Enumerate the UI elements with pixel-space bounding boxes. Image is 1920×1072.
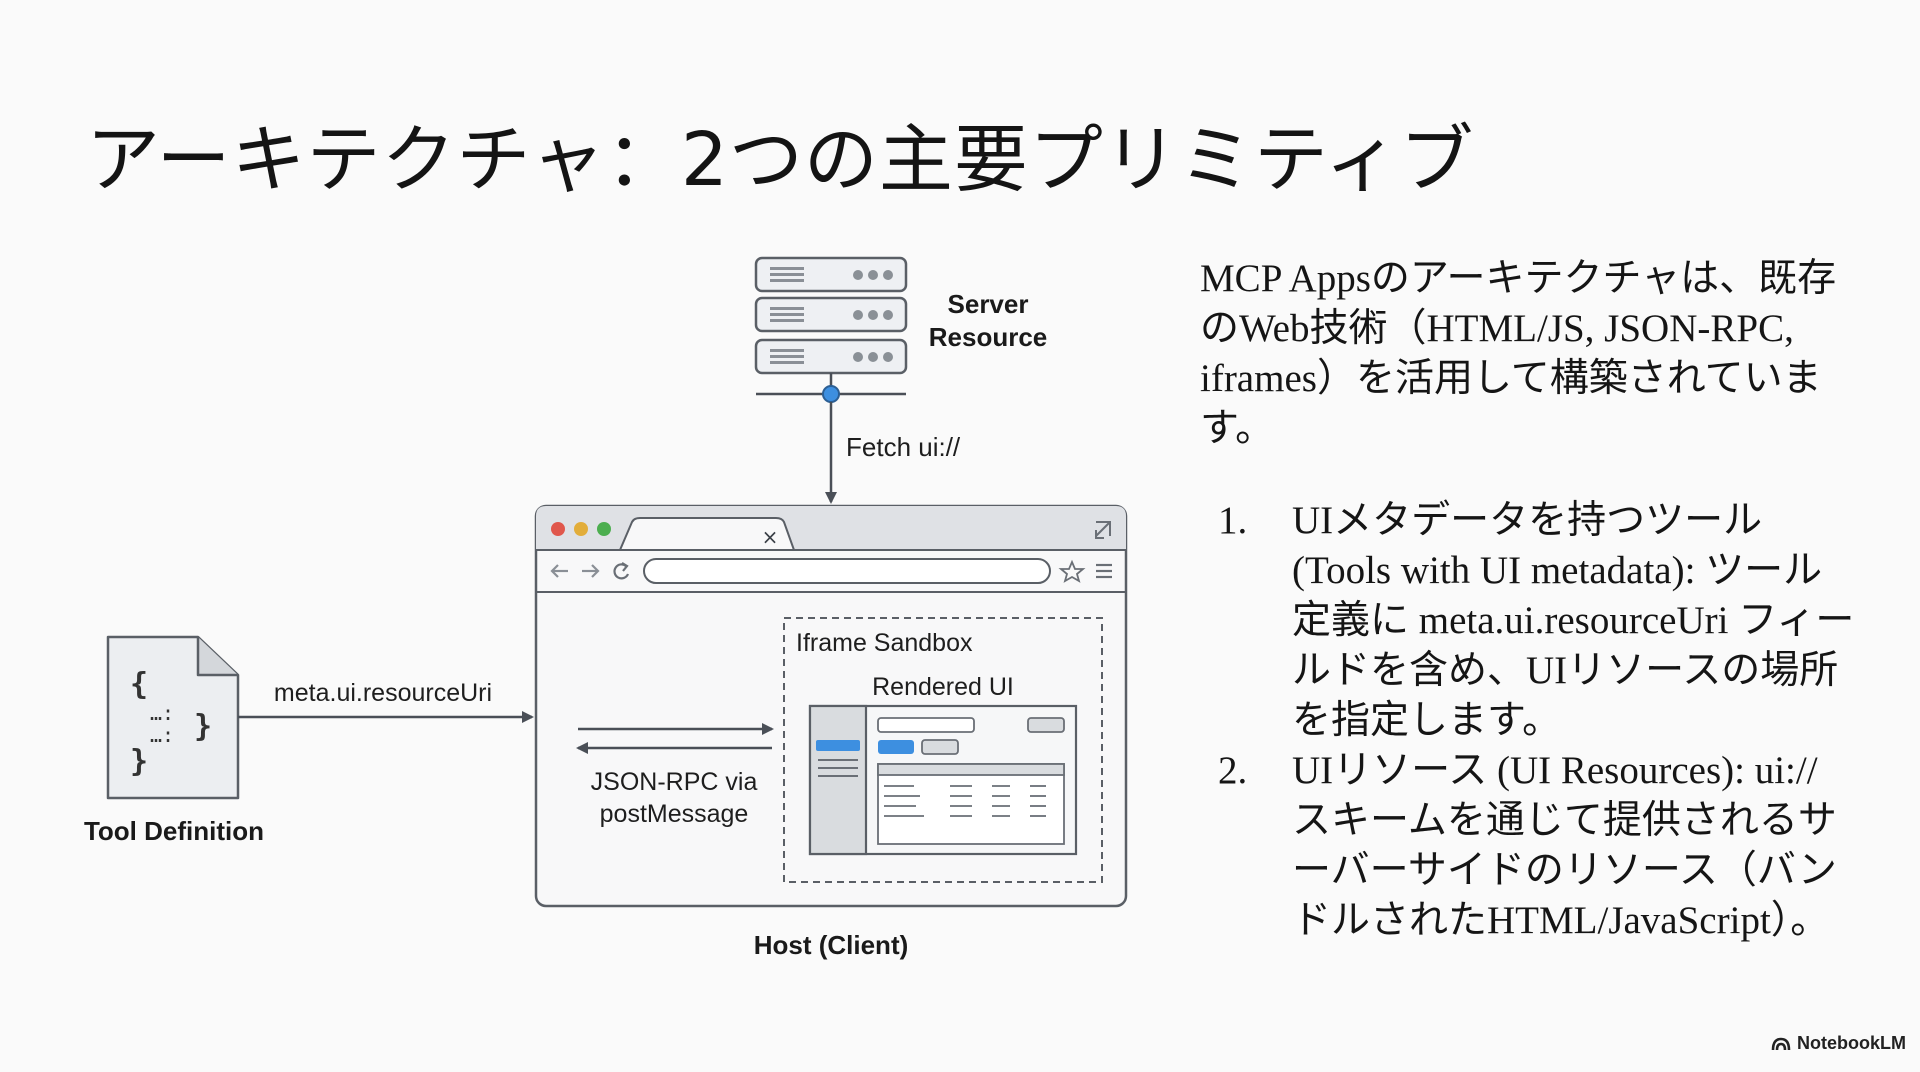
rendered-ui-mockup [808, 704, 1078, 856]
back-arrow-icon [550, 564, 568, 578]
svg-text:…:: …: [150, 701, 174, 725]
browser-tab [618, 517, 796, 551]
notebooklm-logo-icon [1771, 1037, 1791, 1050]
brand-name: NotebookLM [1797, 1033, 1906, 1053]
meta-label: meta.ui.resourceUri [274, 679, 492, 707]
mockup-top-button [1027, 717, 1065, 733]
address-bar [643, 558, 1051, 584]
server-connector-dot [822, 385, 840, 403]
notebooklm-branding: NotebookLM [1771, 1033, 1906, 1054]
host-label: Host (Client) [754, 930, 909, 960]
server-label-line2: Resource [929, 322, 1048, 352]
svg-text:{: { [130, 667, 148, 702]
tab-close-icon: × [762, 525, 779, 549]
list-text: UIリソース (UI Resources): ui:// スキームを通じて提供さ… [1292, 749, 1837, 942]
primitives-list: 1. UIメタデータを持つツール (Tools with UI metadata… [1200, 496, 1860, 946]
mockup-table [877, 763, 1065, 845]
server-unit-top [754, 256, 908, 293]
mockup-sidebar [808, 704, 868, 856]
rendered-ui-label: Rendered UI [872, 673, 1014, 701]
menu-icon [1096, 563, 1112, 579]
mockup-search-bar [877, 717, 975, 733]
architecture-diagram: Server Resource Fetch ui:// × [84, 256, 1128, 960]
list-number: 1. [1218, 499, 1248, 542]
mockup-primary-button [878, 740, 914, 754]
forward-arrow-icon [582, 564, 600, 578]
reload-icon [613, 562, 630, 580]
intro-paragraph: MCP Appsのアーキテクチャは、既存のWeb技術（HTML/JS, JSON… [1200, 257, 1837, 450]
svg-text:}: } [194, 709, 212, 744]
window-maximize-dot [597, 522, 611, 536]
rpc-label-line2: postMessage [600, 800, 749, 828]
server-label-line1: Server [948, 289, 1029, 319]
description-panel: MCP Appsのアーキテクチャは、既存のWeb技術（HTML/JS, JSON… [1200, 254, 1860, 946]
document-icon: { …: …: } } [106, 635, 240, 800]
list-item: 1. UIメタデータを持つツール (Tools with UI metadata… [1200, 496, 1860, 746]
list-text: UIメタデータを持つツール (Tools with UI metadata): … [1292, 499, 1855, 742]
window-minimize-dot [574, 522, 588, 536]
list-item: 2. UIリソース (UI Resources): ui:// スキームを通じて… [1200, 746, 1860, 946]
slide-title: アーキテクチャ：2つの主要プリミティブ [86, 117, 1475, 203]
svg-text:…:: …: [150, 723, 174, 747]
star-icon [1058, 559, 1086, 583]
svg-text:}: } [130, 744, 148, 779]
rpc-label-line1: JSON-RPC via [591, 768, 758, 796]
mockup-secondary-button [921, 739, 959, 755]
sandbox-label: Iframe Sandbox [796, 629, 973, 657]
mockup-sidebar-active [816, 740, 860, 751]
server-unit-bottom [754, 338, 908, 375]
server-rack-icon [754, 256, 908, 403]
mockup-table-header [877, 763, 1065, 776]
fetch-label: Fetch ui:// [846, 432, 961, 462]
list-number: 2. [1218, 749, 1248, 792]
fullscreen-icon [1095, 521, 1111, 539]
tool-definition-label: Tool Definition [84, 816, 264, 846]
server-unit-middle [754, 296, 908, 333]
window-close-dot [551, 522, 565, 536]
iframe-sandbox [783, 617, 1103, 883]
